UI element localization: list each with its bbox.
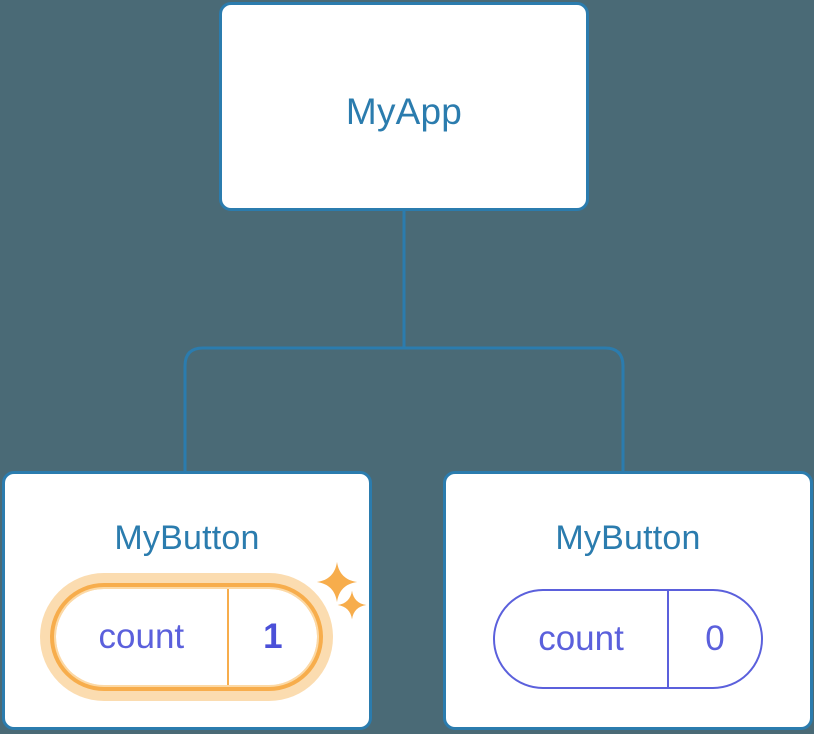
pill-key-label: count (538, 619, 624, 658)
node-myapp[interactable]: MyApp (219, 2, 589, 211)
node-mybutton-right-title: MyButton (555, 519, 701, 557)
connector-branch-right (404, 346, 625, 471)
state-pill-count-active[interactable]: count 1 (36, 569, 336, 705)
state-pill-count-inactive[interactable]: count 0 (493, 589, 763, 689)
pill-value-label: 0 (667, 591, 761, 687)
connector-branch-left (183, 346, 404, 471)
pill-key-label: count (98, 617, 185, 656)
node-myapp-title: MyApp (345, 91, 463, 132)
sparkle-large-icon (316, 561, 358, 603)
pill-body-inactive[interactable]: count 0 (493, 589, 763, 689)
sparkle-small-icon (337, 590, 367, 620)
pill-glow-inner-line (54, 587, 319, 687)
pill-value-label: 1 (226, 589, 317, 685)
node-mybutton-left-title: MyButton (114, 519, 260, 557)
pill-body-active[interactable]: count 1 (56, 589, 317, 685)
